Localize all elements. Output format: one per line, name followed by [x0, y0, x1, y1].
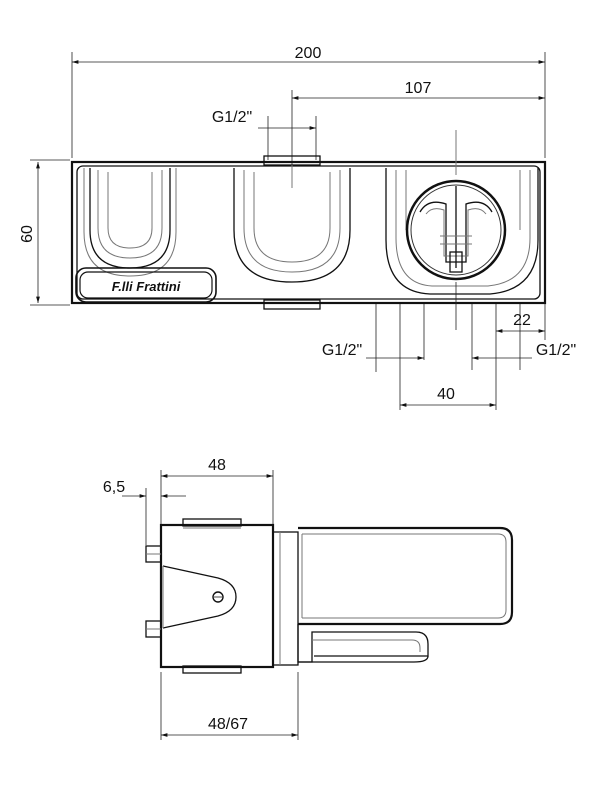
side-offset-dimension: 6,5: [103, 479, 186, 498]
bottom-right-port-label: G1/2": [536, 342, 576, 359]
left-cavity: [83, 168, 177, 277]
side-offset-label: 6,5: [103, 479, 125, 496]
lever-plate: [162, 565, 237, 629]
spacing-dimension: 40: [400, 386, 496, 407]
lower-lever: [297, 624, 429, 663]
edge-offset-dimension: 22: [496, 312, 545, 333]
height-label: 60: [19, 225, 36, 243]
top-port-label: G1/2": [212, 109, 252, 126]
bottom-label: 48/67: [208, 716, 248, 733]
side-body: [159, 523, 275, 669]
handle-body: [298, 526, 514, 626]
spacing-label: 40: [437, 386, 455, 403]
bottom-left-port-dimension: G1/2": [322, 342, 424, 360]
depth-dimension: 48: [161, 457, 273, 478]
height-dimension: 60: [19, 162, 40, 303]
top-port-dimension: G1/2": [212, 109, 317, 160]
offset-dimension: 107: [292, 80, 545, 100]
screw-icon: [212, 591, 224, 603]
middle-cavity: [233, 168, 351, 283]
depth-label: 48: [208, 457, 226, 474]
top-view: 200 107 G1/2" 60: [19, 45, 576, 410]
width-dimension: 200: [72, 45, 545, 64]
offset-label: 107: [405, 80, 432, 97]
cartridge: [405, 179, 507, 281]
width-label: 200: [295, 45, 322, 62]
brand-logo: F.lli Frattini: [75, 267, 217, 303]
bottom-right-port-dimension: G1/2": [472, 342, 576, 360]
valve-body-outline: [70, 160, 547, 305]
logo-text: F.lli Frattini: [112, 279, 181, 294]
right-cavity: [385, 168, 539, 295]
side-view: 48 6,5: [103, 457, 514, 740]
bottom-left-port-label: G1/2": [322, 342, 362, 359]
edge-offset-label: 22: [513, 312, 531, 329]
bottom-dimension: 48/67: [161, 716, 298, 737]
